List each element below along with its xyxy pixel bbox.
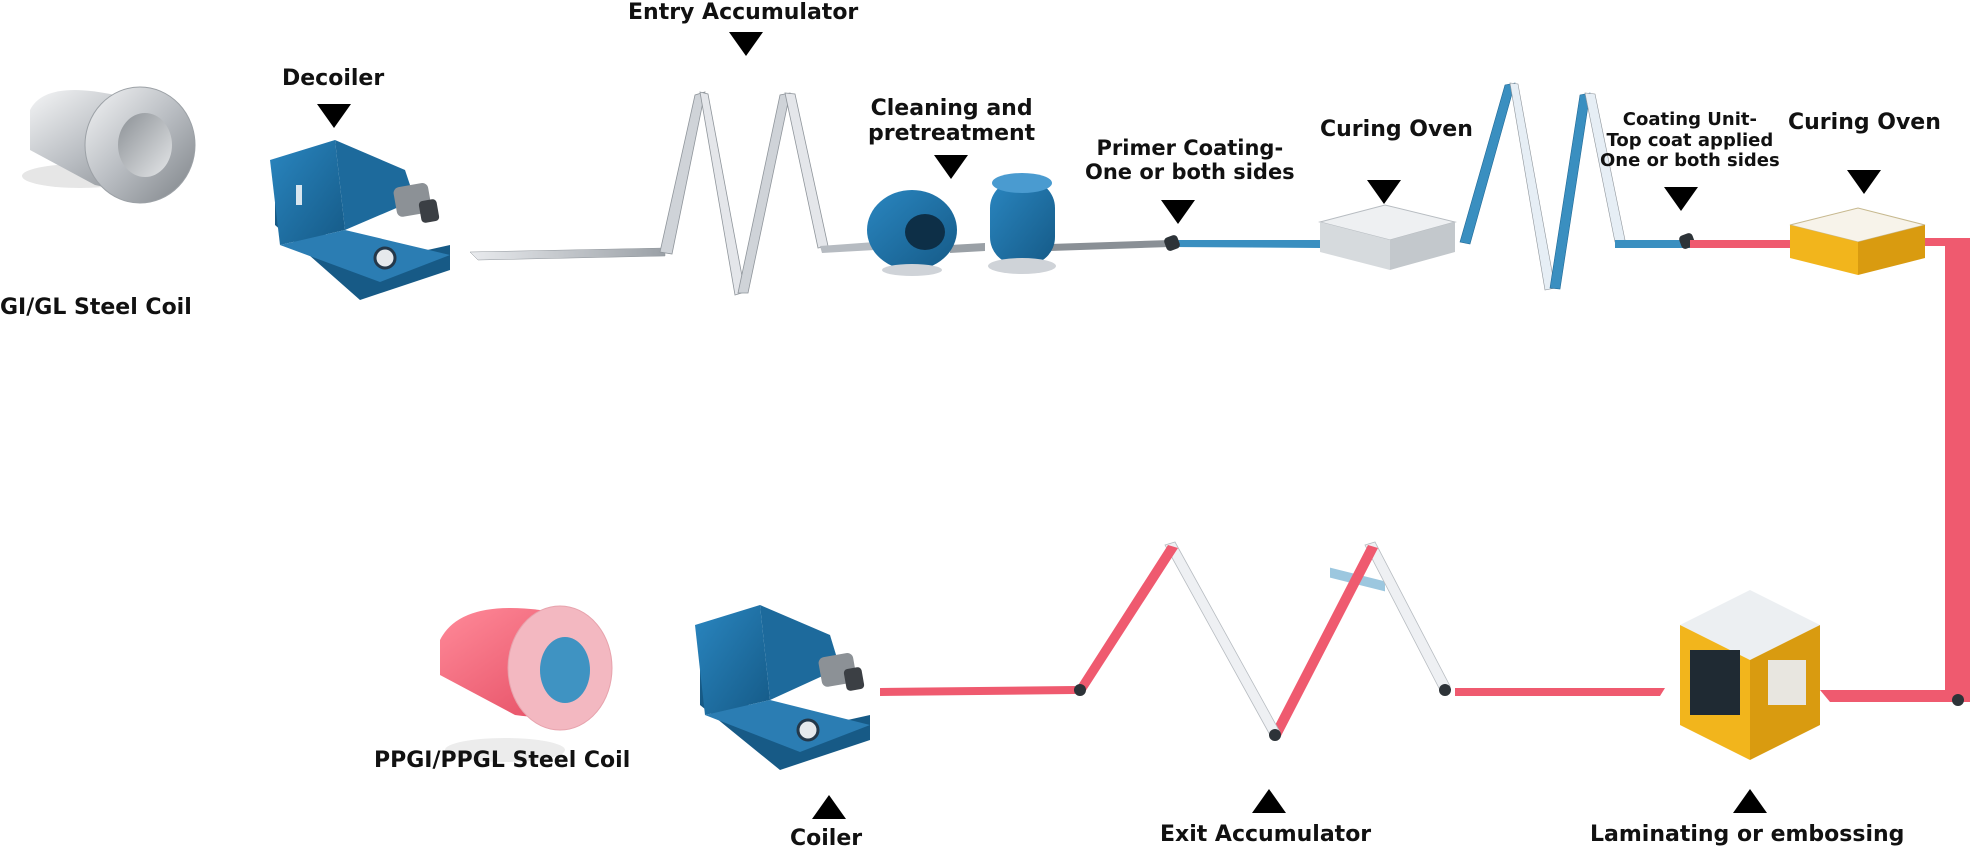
label-curing-oven-1: Curing Oven — [1320, 117, 1473, 142]
coiler-machine — [695, 605, 870, 770]
raw-strip — [469, 91, 1170, 296]
marker-curing-oven-1 — [1367, 180, 1401, 204]
marker-decoiler — [317, 104, 351, 128]
exit-strip — [880, 541, 1665, 741]
marker-entry-accumulator — [729, 32, 763, 56]
marker-coating-unit — [1664, 187, 1698, 211]
label-entry-accumulator: Entry Accumulator — [628, 0, 859, 25]
marker-exit-accumulator — [1252, 789, 1286, 813]
marker-primer — [1161, 200, 1195, 224]
decoiler-machine — [270, 140, 450, 300]
input-steel-coil — [22, 86, 196, 204]
topcoat-strip — [1679, 233, 1970, 706]
primer-strip — [1164, 82, 1690, 291]
label-laminating: Laminating or embossing — [1590, 822, 1905, 847]
label-exit-accumulator: Exit Accumulator — [1160, 822, 1372, 847]
marker-curing-oven-2 — [1847, 170, 1881, 194]
output-steel-coil — [440, 605, 613, 762]
label-decoiler: Decoiler — [282, 66, 385, 91]
curing-oven-2 — [1789, 207, 1926, 275]
cleaning-tanks — [867, 173, 1056, 276]
laminating-unit — [1680, 590, 1820, 760]
label-primer: Primer Coating- One or both sides — [1085, 136, 1295, 185]
label-input-coil: GI/GL Steel Coil — [0, 295, 192, 320]
label-output-coil: PPGI/PPGL Steel Coil — [374, 748, 631, 773]
marker-laminating — [1733, 789, 1767, 813]
label-coiler: Coiler — [790, 826, 863, 851]
marker-coiler — [812, 795, 846, 819]
curing-oven-1 — [1318, 204, 1457, 592]
label-coating-unit: Coating Unit- Top coat applied One or bo… — [1600, 109, 1780, 172]
label-cleaning: Cleaning and pretreatment — [868, 96, 1036, 147]
label-curing-oven-2: Curing Oven — [1788, 110, 1941, 135]
marker-cleaning — [934, 155, 968, 179]
